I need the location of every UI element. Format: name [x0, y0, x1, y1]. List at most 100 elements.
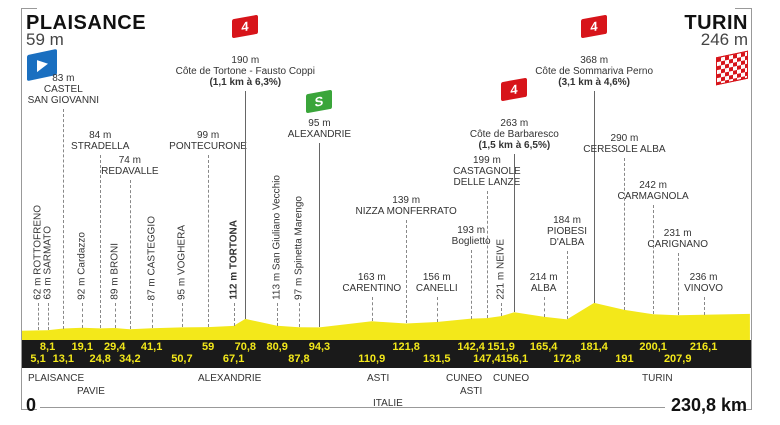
- marker-line: [181, 303, 183, 328]
- km-label: 87,8: [288, 353, 310, 365]
- marker-line: [114, 303, 116, 328]
- marker-label: 92 m Cardazzo: [76, 232, 88, 300]
- marker-name-2: (3,1 km à 4,6%): [558, 77, 630, 88]
- marker-name: CARIGNANO: [647, 239, 708, 250]
- marker-line: [501, 303, 503, 317]
- marker-name: STRADELLA: [71, 141, 130, 152]
- marker-line: [486, 191, 488, 319]
- km-band: [22, 340, 751, 368]
- marker-name-2: (1,1 km à 6,3%): [209, 77, 282, 88]
- marker-name: PONTECURONE: [169, 141, 247, 152]
- marker-line: [703, 297, 705, 315]
- km-label: 41,1: [140, 341, 163, 353]
- marker-line: [543, 297, 545, 317]
- start-altitude: 59 m: [26, 30, 64, 49]
- marker-name: Côte de Tortone - Fausto Coppi: [175, 66, 315, 77]
- km-label: 24,8: [89, 353, 111, 365]
- marker-line: [653, 205, 655, 315]
- marker-name: CARENTINO: [342, 283, 402, 294]
- marker-line: [471, 250, 473, 319]
- marker-altitude: 199 m: [472, 155, 501, 166]
- km-label: 131,5: [422, 353, 451, 365]
- km-label: 13,1: [52, 353, 75, 365]
- marker-name: CERESOLE ALBA: [583, 144, 666, 155]
- marker-line: [233, 303, 235, 326]
- marker-name: Boglietto: [451, 236, 491, 247]
- marker-line: [245, 91, 247, 319]
- km-label: 94,3: [308, 341, 331, 353]
- town-alexandrie: ALEXANDRIE: [198, 373, 262, 384]
- marker-altitude: 139 m: [392, 195, 421, 206]
- marker-label: 95 m VOGHERA: [176, 224, 188, 300]
- km-label: 121,8: [392, 341, 420, 353]
- right-frame-foot: [735, 409, 751, 410]
- marker-name: Côte de Sommariva Perno: [535, 66, 654, 77]
- marker-label: 221 m NEIVE: [495, 239, 507, 300]
- town-asti-2: ASTI: [460, 386, 483, 397]
- marker-altitude: 193 m: [457, 225, 486, 236]
- marker-name: Côte de Barbaresco: [469, 129, 559, 140]
- marker-altitude: 236 m: [689, 272, 718, 283]
- km-label: 200,1: [639, 341, 667, 353]
- km-label: 151,9: [487, 341, 515, 353]
- town-asti: ASTI: [367, 373, 390, 384]
- distance-axis: [40, 407, 665, 408]
- marker-name-2: DELLE LANZE: [453, 177, 521, 188]
- marker-label: 63 m SARMATO: [42, 226, 54, 300]
- marker-line: [436, 297, 438, 322]
- km-label: 34,2: [119, 353, 141, 365]
- marker-line: [567, 251, 568, 320]
- marker-altitude: 84 m: [89, 130, 112, 141]
- km-label: 216,1: [689, 341, 718, 353]
- marker-altitude: 263 m: [500, 118, 529, 129]
- marker-altitude: 242 m: [639, 180, 668, 191]
- marker-line: [677, 253, 679, 316]
- marker-line: [277, 303, 279, 326]
- left-frame: [21, 8, 22, 410]
- marker-name: CASTAGNOLE: [453, 166, 521, 177]
- start-town: PLAISANCE: [26, 12, 147, 34]
- km-label: 172,8: [553, 353, 581, 365]
- km-label: 147,4: [473, 353, 501, 365]
- marker-label: 87 m CASTEGGIO: [146, 215, 158, 300]
- marker-name: CANELLI: [415, 283, 458, 294]
- marker-name: PIOBESI: [546, 226, 588, 237]
- km-label: 80,9: [266, 341, 288, 353]
- marker-line: [100, 155, 102, 329]
- finish-altitude: 246 m: [700, 30, 748, 49]
- right-frame-head: [735, 8, 751, 9]
- profile-area: [22, 302, 750, 340]
- marker-line: [594, 91, 596, 303]
- km-label: 67,1: [222, 353, 245, 365]
- town-turin: TURIN: [642, 373, 673, 384]
- marker-name: NIZZA MONFERRATO: [355, 206, 457, 217]
- distance-end: 230,8 km: [671, 395, 748, 415]
- marker-line: [47, 303, 49, 331]
- km-label: 50,7: [171, 353, 193, 365]
- marker-altitude: 368 m: [580, 55, 609, 66]
- marker-line: [151, 303, 153, 329]
- marker-name-2: (1,5 km à 6,5%): [478, 140, 551, 151]
- km-label: 156,1: [500, 353, 529, 365]
- km-label: 142,4: [457, 341, 485, 353]
- marker-line: [406, 220, 408, 324]
- km-label: 29,4: [104, 341, 126, 353]
- marker-name: VINOVO: [684, 283, 724, 294]
- marker-name: ALEXANDRIE: [287, 129, 352, 140]
- left-frame-foot: [21, 409, 37, 410]
- marker-line: [624, 158, 626, 310]
- right-frame: [751, 8, 752, 410]
- marker-name: REDAVALLE: [101, 166, 159, 177]
- marker-altitude: 163 m: [357, 272, 386, 283]
- km-label: 181,4: [580, 341, 608, 353]
- marker-label: 112 m TORTONA: [228, 220, 240, 300]
- marker-label: 113 m San Giuliano Vecchio: [271, 175, 283, 300]
- marker-line: [129, 180, 131, 330]
- marker-line: [319, 143, 321, 328]
- marker-altitude: 190 m: [231, 55, 260, 66]
- km-label: 59: [201, 341, 215, 353]
- town-cuneo-2: CUNEO: [493, 373, 530, 384]
- marker-altitude: 83 m: [52, 73, 75, 84]
- marker-altitude: 184 m: [553, 215, 581, 226]
